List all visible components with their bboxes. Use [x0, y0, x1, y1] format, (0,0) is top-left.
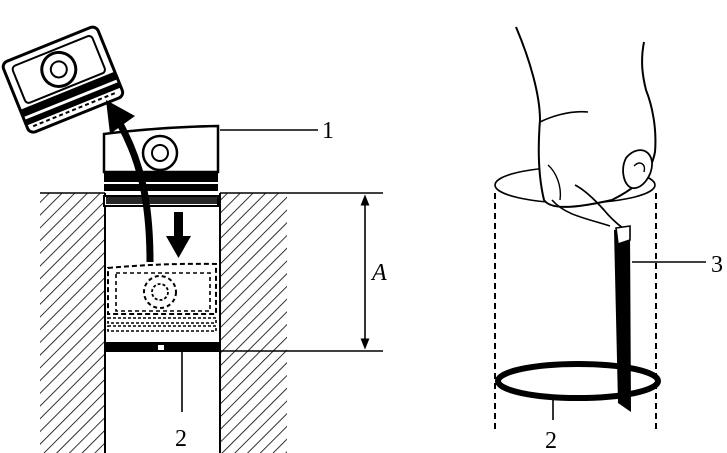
- piston-top: [102, 124, 220, 207]
- push-arrow: [166, 212, 191, 258]
- piston-dashed: [107, 262, 217, 332]
- cylinder-wall-left: [40, 193, 105, 453]
- cylinder-wall-right: [220, 193, 287, 453]
- removed-piston: [1, 25, 125, 134]
- left-figure: A 1 2: [1, 25, 387, 453]
- callout-2-right: 2: [545, 428, 557, 453]
- removal-arrow: [116, 122, 154, 263]
- callout-3: 3: [711, 252, 723, 278]
- feeler-gauge: [614, 225, 631, 412]
- hand-icon: [515, 26, 657, 230]
- callout-2-left: 2: [175, 426, 187, 452]
- right-figure: 3 2: [494, 26, 723, 453]
- dimension-a-label: A: [370, 260, 387, 286]
- piston-ring: [495, 361, 661, 401]
- callout-1: 1: [322, 118, 334, 144]
